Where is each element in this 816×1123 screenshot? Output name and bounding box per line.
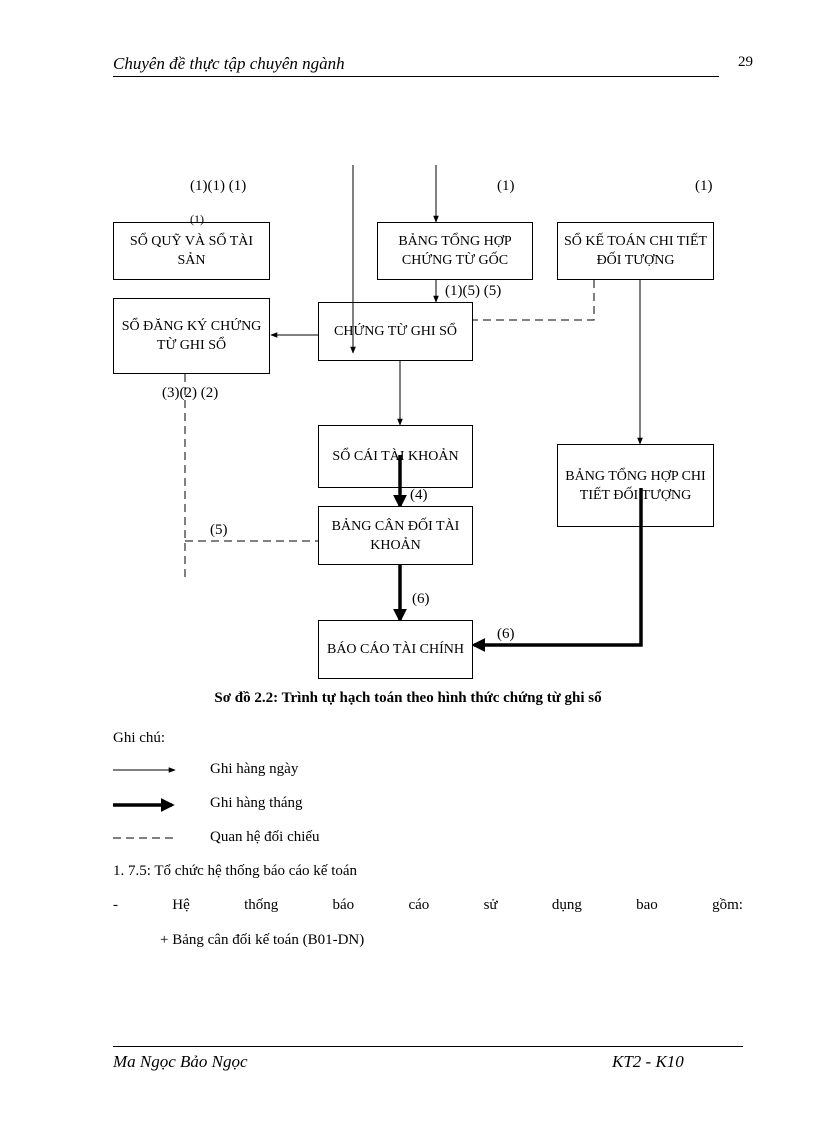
legend-monthly-label: Ghi hàng tháng (210, 795, 303, 811)
legend-daily-label: Ghi hàng ngày (210, 761, 299, 777)
header-rule (113, 76, 719, 77)
label-top-left-small: (1) (190, 212, 204, 226)
label-step-5: (5) (210, 522, 228, 538)
label-top-mid: (1) (497, 178, 515, 194)
box-bao-cao-tai-chinh: BÁO CÁO TÀI CHÍNH (318, 620, 473, 679)
page-number: 29 (738, 54, 753, 70)
notes-title: Ghi chú: (113, 730, 166, 746)
label-step-6-side: (6) (497, 626, 515, 642)
legend-reconcile-label: Quan hệ đối chiếu (210, 829, 320, 845)
box-chung-tu-ghi-so: CHỨNG TỪ GHI SỔ (318, 302, 473, 361)
list-item: + Bảng cân đối kế toán (B01-DN) (160, 932, 365, 948)
footer-author: Ma Ngọc Bảo Ngọc (113, 1052, 248, 1071)
box-so-dang-ky: SỔ ĐĂNG KÝ CHỨNG TỪ GHI SỔ (113, 298, 270, 374)
bullet-line: - Hệ thống báo cáo sử dụng bao gồm: (113, 897, 743, 914)
header-title: Chuyên đề thực tập chuyên ngành (113, 54, 345, 73)
bullet-word: dụng (551, 897, 582, 913)
bullet-word: cáo (408, 897, 430, 913)
box-so-cai: SỔ CÁI TÀI KHOẢN (318, 425, 473, 488)
label-step-6-down: (6) (412, 591, 430, 607)
box-so-quy: SỔ QUỸ VÀ SỔ TÀI SẢN (113, 222, 270, 280)
thick-tong-hop-to-bao-cao (471, 488, 643, 652)
diagram-caption: Sơ đồ 2.2: Trình tự hạch toán theo hình … (214, 690, 602, 706)
label-left-bottom: (3)(2) (2) (162, 385, 219, 401)
label-step-4: (4) (410, 487, 428, 503)
section-heading: 1. 7.5: Tổ chức hệ thống báo cáo kế toán (113, 863, 358, 879)
label-mid-center: (1)(5) (5) (445, 283, 502, 299)
box-bang-tong-hop-chi-tiet: BẢNG TỔNG HỢP CHI TIẾT ĐỐI TƯỢNG (557, 444, 714, 527)
bullet-word: thống (244, 897, 279, 913)
label-top-right: (1) (695, 178, 713, 194)
bullet-word: gồm: (712, 897, 743, 913)
box-bang-tong-hop-chung-tu-goc: BẢNG TỔNG HỢP CHỨNG TỪ GỐC (377, 222, 533, 280)
label-top-left: (1)(1) (1) (190, 178, 247, 194)
bullet-word: Hệ (172, 897, 190, 913)
box-bang-can-doi: BẢNG CÂN ĐỐI TÀI KHOẢN (318, 506, 473, 565)
bullet-word: sử (483, 897, 498, 913)
box-so-ke-toan-chi-tiet: SỔ KẾ TOÁN CHI TIẾT ĐỐI TƯỢNG (557, 222, 714, 280)
footer-class: KT2 - K10 (612, 1052, 684, 1071)
dash-chi-tiet-chung-tu (473, 280, 595, 321)
bullet-word: bao (636, 897, 658, 913)
bullet-word: báo (332, 897, 355, 913)
bullet-word: - (113, 897, 118, 913)
footer-rule (113, 1046, 743, 1047)
